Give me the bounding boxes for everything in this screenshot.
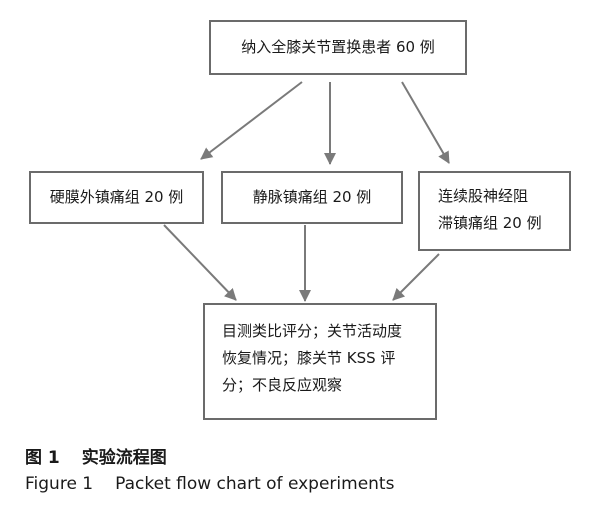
- intravenous-group-box: 静脉镇痛组 20 例: [221, 171, 403, 224]
- outcome-line-2: 恢复情况；膝关节 KSS 评: [222, 349, 396, 367]
- epidural-group-box: 硬膜外镇痛组 20 例: [29, 171, 204, 224]
- outcome-line-1: 目测类比评分；关节活动度: [222, 322, 403, 340]
- outcome-line-3: 分；不良反应观察: [222, 376, 343, 394]
- femoral-nerve-group-box: 连续股神经阻 滞镇痛组 20 例: [418, 171, 571, 251]
- femoral-nerve-group-line-2: 滞镇痛组 20 例: [438, 214, 542, 232]
- enrollment-box: 纳入全膝关节置换患者 60 例: [209, 20, 467, 75]
- arrow-top-to-group-a: [200, 81, 303, 160]
- outcome-box: 目测类比评分；关节活动度 恢复情况；膝关节 KSS 评 分；不良反应观察: [203, 303, 437, 420]
- epidural-group-text: 硬膜外镇痛组 20 例: [49, 188, 184, 206]
- figure-label-en: Figure 1: [25, 474, 94, 494]
- enrollment-text: 纳入全膝关节置换患者 60 例: [241, 38, 435, 56]
- femoral-nerve-group-line-1: 连续股神经阻: [438, 187, 529, 205]
- intravenous-group-text: 静脉镇痛组 20 例: [252, 188, 372, 206]
- arrow-group-c-to-outcome: [392, 253, 440, 301]
- figure-title-en: Packet flow chart of experiments: [115, 474, 395, 494]
- figure-caption-cn: 图 1 实验流程图: [25, 443, 167, 468]
- figure-caption-en: Figure 1 Packet flow chart of experiments: [25, 474, 394, 494]
- arrow-group-a-to-outcome: [163, 224, 237, 301]
- figure-title-cn: 实验流程图: [81, 448, 167, 468]
- figure-label-cn: 图 1: [25, 448, 60, 468]
- arrow-top-to-group-c: [401, 81, 450, 164]
